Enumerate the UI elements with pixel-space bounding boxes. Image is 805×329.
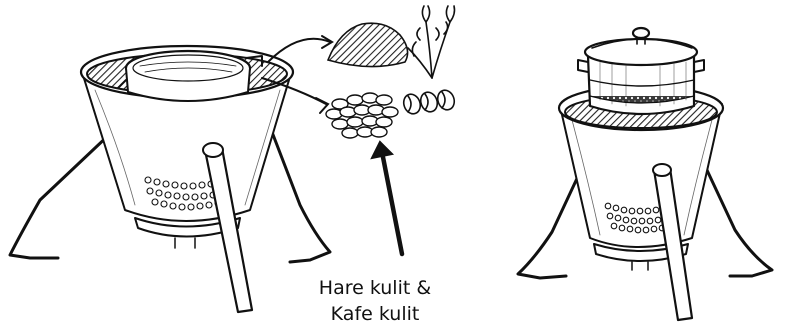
left-stove-leg-right <box>272 132 330 262</box>
pot-handle-right <box>694 60 704 72</box>
left-stove-leg-left <box>10 132 112 258</box>
pot-lid <box>585 39 697 65</box>
left-stove <box>10 46 330 312</box>
caption-line-2: Kafe kulit <box>300 301 450 327</box>
pot-handle-left <box>578 60 588 72</box>
cooking-pot <box>578 28 704 114</box>
right-stove-leg-left <box>518 172 580 278</box>
right-stove-leg-right <box>706 168 772 276</box>
coffee-husk-pile <box>326 93 398 138</box>
right-stove <box>518 28 772 320</box>
pot-lid-knob <box>633 28 649 38</box>
rice-husk-pile <box>328 23 408 66</box>
pointer-arrow <box>372 142 402 254</box>
coffee-beans-icon <box>401 88 457 116</box>
rice-plant-icon <box>408 6 455 78</box>
caption-line-1: Hare kulit & <box>300 275 450 301</box>
